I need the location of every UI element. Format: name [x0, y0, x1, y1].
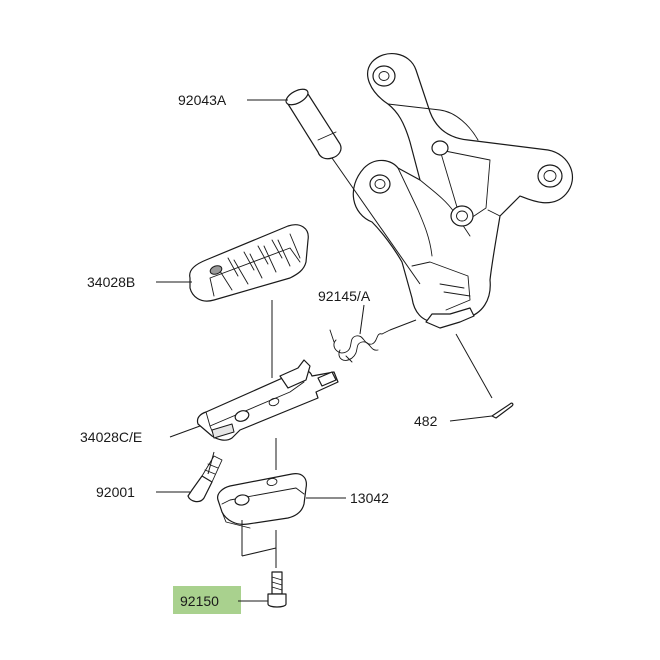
- label-13042: 13042: [350, 490, 389, 506]
- pin-482: [491, 402, 514, 419]
- label-92145A: 92145/A: [318, 288, 371, 304]
- plate-13042: [217, 473, 307, 529]
- footpeg-34028CE: [196, 359, 339, 441]
- label-92001: 92001: [96, 484, 135, 500]
- pin-92043A: [285, 88, 342, 160]
- alignment-lines: [207, 157, 493, 568]
- rubber-pad-34028B: [189, 224, 309, 302]
- spring-92145A: [329, 329, 391, 363]
- label-34028CE: 34028C/E: [80, 429, 142, 445]
- label-92150: 92150: [180, 593, 219, 609]
- bolt-92001: [187, 455, 223, 503]
- label-92043A: 92043A: [178, 92, 227, 108]
- label-leaders: [156, 99, 493, 602]
- footrest-bracket: [352, 53, 574, 329]
- label-34028B: 34028B: [87, 274, 135, 290]
- highlight-box-92150: [173, 586, 241, 614]
- bolt-92150: [267, 571, 287, 608]
- label-482: 482: [414, 413, 438, 429]
